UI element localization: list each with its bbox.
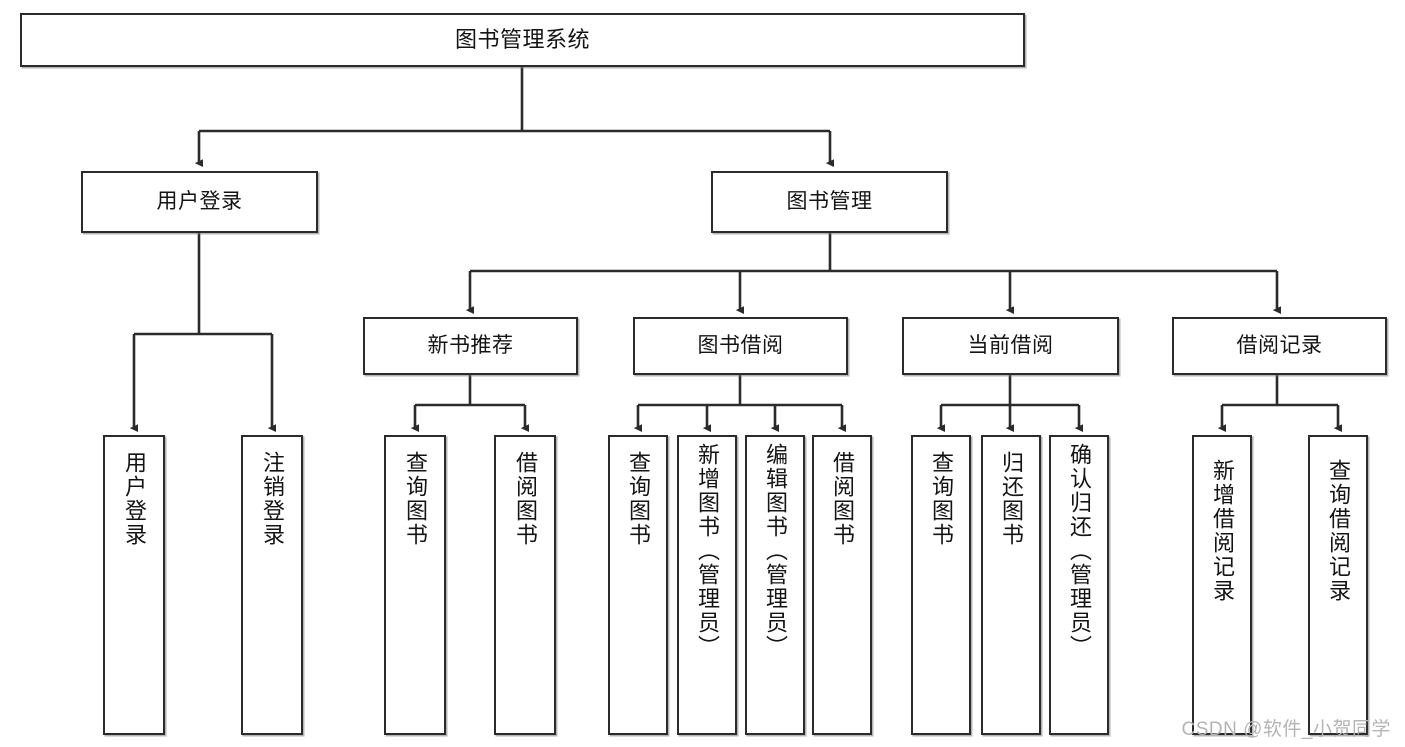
watermark-text: CSDN @软件_小贺同学 — [1181, 719, 1391, 740]
node-leaf-record-query-borrow-record[interactable]: 查询借阅记录 — [1308, 435, 1368, 735]
node-leaf-borrow-edit-book-admin[interactable]: 编辑图书（管理员） — [745, 435, 805, 735]
node-label: 查询图书 — [928, 451, 954, 547]
node-label: 借阅图书 — [512, 451, 538, 547]
node-label: 用户登录 — [156, 189, 243, 213]
node-leaf-user-login[interactable]: 用户登录 — [103, 435, 165, 735]
node-current-borrow[interactable]: 当前借阅 — [902, 317, 1119, 375]
node-label: 新增借阅记录 — [1209, 459, 1235, 603]
connector-newbook-to-leaves — [410, 375, 530, 433]
node-root-book-management-system[interactable]: 图书管理系统 — [20, 13, 1025, 67]
node-label: 图书借阅 — [697, 333, 784, 357]
node-label: 借阅图书 — [829, 451, 855, 547]
node-label: 注销登录 — [259, 451, 285, 547]
node-label: 归还图书 — [998, 451, 1024, 547]
node-leaf-current-query-book[interactable]: 查询图书 — [911, 435, 971, 735]
connector-currentborrow-to-leaves — [936, 375, 1084, 433]
connector-bookmgmt-to-level3 — [465, 233, 1282, 315]
node-book-borrow[interactable]: 图书借阅 — [633, 317, 848, 375]
connector-borrowrecord-to-leaves — [1217, 375, 1343, 433]
node-user-login[interactable]: 用户登录 — [81, 171, 318, 233]
connector-root-to-level2 — [194, 67, 835, 168]
node-label: 查询借阅记录 — [1325, 459, 1351, 603]
node-leaf-borrow-add-book-admin[interactable]: 新增图书（管理员） — [677, 435, 737, 735]
node-label: 编辑图书（管理员） — [762, 443, 788, 659]
node-new-book-recommend[interactable]: 新书推荐 — [363, 317, 578, 375]
node-leaf-recommend-borrow-book[interactable]: 借阅图书 — [494, 435, 556, 735]
node-leaf-borrow-query-book[interactable]: 查询图书 — [608, 435, 668, 735]
connector-bookborrow-to-leaves — [633, 375, 847, 433]
node-book-management[interactable]: 图书管理 — [711, 171, 948, 233]
node-label: 新增图书（管理员） — [694, 443, 720, 659]
node-label: 用户登录 — [121, 451, 147, 547]
node-leaf-borrow-borrow-book[interactable]: 借阅图书 — [812, 435, 872, 735]
node-borrow-record[interactable]: 借阅记录 — [1172, 317, 1387, 375]
node-leaf-current-confirm-return-admin[interactable]: 确认归还（管理员） — [1049, 435, 1109, 735]
node-leaf-record-add-borrow-record[interactable]: 新增借阅记录 — [1192, 435, 1252, 735]
node-label: 查询图书 — [402, 451, 428, 547]
node-label: 查询图书 — [625, 451, 651, 547]
node-label: 新书推荐 — [427, 333, 514, 357]
node-leaf-current-return-book[interactable]: 归还图书 — [981, 435, 1041, 735]
node-label: 确认归还（管理员） — [1066, 443, 1092, 659]
node-label: 当前借阅 — [967, 333, 1054, 357]
connector-userlogin-to-leaves — [129, 233, 277, 433]
node-label: 图书管理系统 — [454, 27, 590, 53]
node-leaf-recommend-query-book[interactable]: 查询图书 — [384, 435, 446, 735]
node-leaf-user-logout[interactable]: 注销登录 — [241, 435, 303, 735]
node-label: 图书管理 — [786, 189, 873, 213]
node-label: 借阅记录 — [1236, 333, 1323, 357]
